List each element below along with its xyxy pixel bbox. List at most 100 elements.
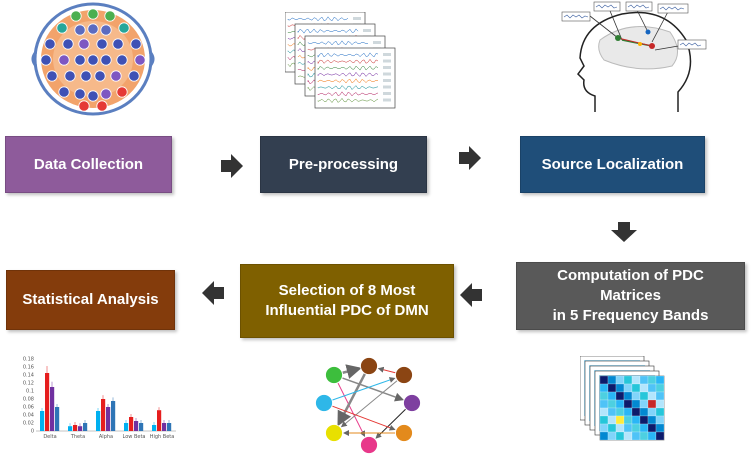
selection-label-line1: Selection of 8 Most [278,282,416,299]
bar [101,399,106,431]
bar [124,423,129,431]
electrode-dot [130,38,142,50]
electrode-dot [70,10,82,22]
arrow-right-icon [459,146,481,170]
bar [83,423,88,431]
data-collection-label: Data Collection [33,155,144,173]
bar [68,426,73,431]
network-edge [340,380,398,428]
electrode-dot [62,38,74,50]
network-edge [337,382,365,437]
y-tick-label: 0.14 [23,373,34,379]
electrode-dot [110,70,122,82]
arrow-right-icon [221,154,243,178]
pdc-computation-box: Computation of PDC Matrices in 5 Frequen… [516,262,745,330]
electrode-dot [74,24,86,36]
electrode-dot [46,70,58,82]
y-tick-label: 0 [31,429,34,435]
network-node [360,436,378,454]
electrode-dot [44,38,56,50]
network-node [360,357,378,375]
eeg-cap-figure [31,2,155,116]
y-tick-label: 0.16 [23,365,34,371]
y-tick-label: 0.04 [23,413,34,419]
bar [73,425,78,431]
selection-box: Selection of 8 Most Influential PDC of D… [240,264,454,338]
y-tick-label: 0.02 [23,421,34,427]
bar [152,425,157,431]
electrode-dot [116,86,128,98]
y-tick-label: 0.18 [23,357,34,363]
electrode-dot [64,70,76,82]
electrode-dot [134,54,146,66]
electrode-dot [78,100,90,112]
electrode-dot [56,22,68,34]
bar [129,417,134,431]
bar [162,423,167,431]
statistical-analysis-box: Statistical Analysis [6,270,175,330]
network-node [325,424,343,442]
bar [167,423,172,431]
category-label: Delta [43,434,56,440]
source-localization-box: Source Localization [520,136,705,193]
selection-label-line2: Influential PDC of DMN [265,302,429,319]
electrode-dot [100,88,112,100]
electrode-dot [74,88,86,100]
network-edge [332,405,396,431]
network-node [325,366,343,384]
electrode-dot [87,23,99,35]
network-edge [342,364,362,379]
network-node [395,424,413,442]
bar [111,401,116,431]
data-collection-box: Data Collection [5,136,172,193]
category-label: Theta [70,434,85,440]
eeg-traces-figure [285,12,396,109]
pdc-computation-label-line2: in 5 Frequency Bands [552,307,709,324]
electrode-dot [100,54,112,66]
bar [55,407,60,431]
bar [50,387,55,431]
pdc-matrices-figure [580,356,665,441]
bar [157,410,162,431]
electrode-dot [96,38,108,50]
network-node [395,366,413,384]
category-label: High Beta [150,434,175,440]
electrode-dot [78,38,90,50]
bar [106,407,111,431]
electrode-dot [58,86,70,98]
arrow-left-icon [202,281,224,305]
category-label: Alpha [99,434,113,440]
electrode-dot [87,54,99,66]
network-edge [342,377,404,402]
network-edge [332,377,396,401]
electrode-dot [58,54,70,66]
electrode-dot [80,70,92,82]
electrode-dot [104,10,116,22]
network-edge [337,373,366,427]
preprocessing-box: Pre-processing [260,136,427,193]
electrode-dot [100,24,112,36]
category-label: Low Beta [123,434,146,440]
arrow-down-icon [611,222,637,242]
y-tick-label: 0.1 [26,389,34,395]
preprocessing-label: Pre-processing [288,155,399,173]
source-localization-label: Source Localization [541,155,684,173]
y-tick-label: 0.08 [23,397,34,403]
bar-chart-figure: 0.180.160.140.120.10.080.060.040.020Delt… [23,357,176,440]
y-tick-label: 0.06 [23,405,34,411]
electrode-dot [118,22,130,34]
bar [139,423,144,431]
network-node [315,394,333,412]
electrode-dot [128,70,140,82]
bar [45,373,50,431]
arrow-left-icon [460,283,482,307]
bar [96,411,101,431]
bar [78,426,83,431]
electrode-dot [40,54,52,66]
network-node [403,394,421,412]
electrode-dot [112,38,124,50]
head-source-figure [561,1,707,112]
pdc-network-figure [315,357,421,454]
bar [134,421,139,431]
network-edge [377,366,396,374]
